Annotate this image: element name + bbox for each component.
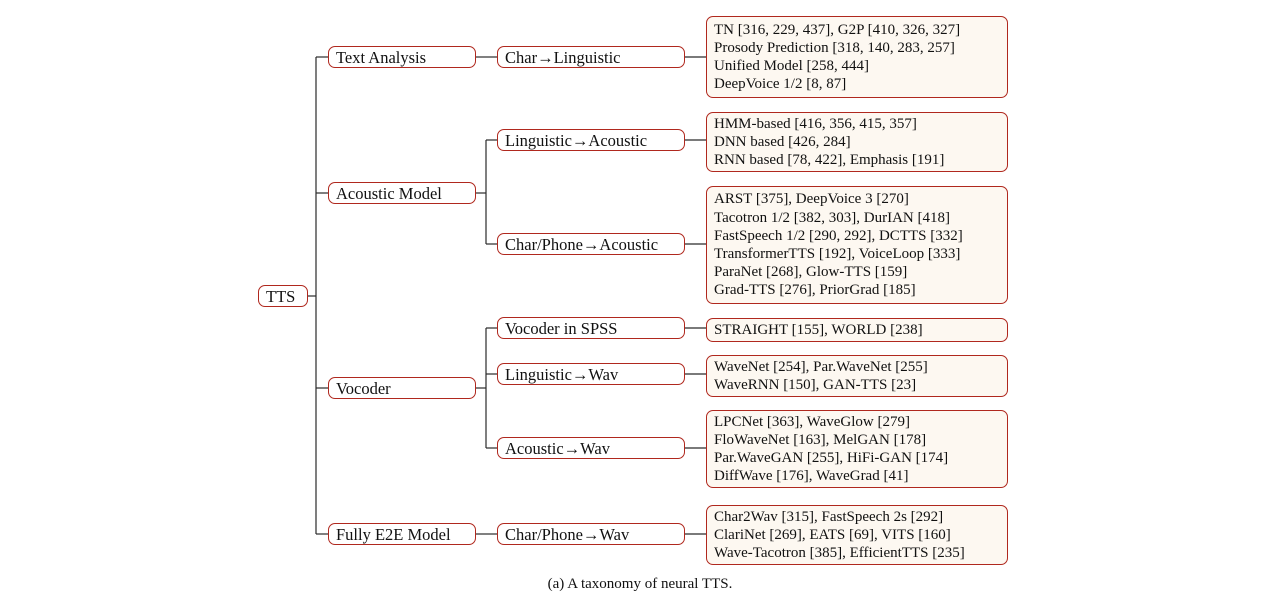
method-entry: FloWaveNet [163], MelGAN [178]	[714, 431, 927, 448]
method-list-acoustic-wav: LPCNet [363], WaveGlow [279]FloWaveNet […	[706, 410, 1008, 488]
method-entry: Char2Wav [315], FastSpeech 2s [292]	[714, 508, 944, 525]
method-entry: Prosody Prediction [318, 140, 283, 257]	[714, 39, 955, 56]
method-list-linguistic-acoustic: HMM-based [416, 356, 415, 357]DNN based …	[706, 112, 1008, 172]
method-entry: TransformerTTS [192], VoiceLoop [333]	[714, 246, 961, 262]
method-entry: ClariNet [269], EATS [69], VITS [160]	[714, 526, 951, 543]
figure-caption: (a) A taxonomy of neural TTS.	[547, 576, 733, 592]
subcategory-node-vocoder-spss: Vocoder in SPSS	[497, 317, 685, 339]
method-entry: Wave-Tacotron [385], EfficientTTS [235]	[714, 545, 965, 562]
subcategory-node-linguistic-acoustic: Linguistic→Acoustic	[497, 129, 685, 151]
subcategory-node-charphone-acoustic: Char/Phone→Acoustic	[497, 233, 685, 255]
subcategory-node-linguistic-wav: Linguistic→Wav	[497, 363, 685, 385]
category-node-acoustic-model: Acoustic Model	[328, 182, 476, 204]
method-entry: Tacotron 1/2 [382, 303], DurIAN [418]	[714, 209, 950, 226]
method-entry: LPCNet [363], WaveGlow [279]	[714, 413, 910, 430]
method-list-linguistic-wav: WaveNet [254], Par.WaveNet [255] WaveRNN …	[706, 355, 1008, 397]
method-entry: RNN based [78, 422], Emphasis [191]	[714, 152, 945, 169]
method-entry: DNN based [426, 284]	[714, 133, 851, 150]
method-list-charphone-acoustic: ARST [375], DeepVoice 3 [270]Tacotron 1/…	[706, 186, 1008, 304]
category-node-vocoder: Vocoder	[328, 377, 476, 399]
method-entry: Grad-TTS [276], PriorGrad [185]	[714, 282, 916, 299]
method-list-charphone-wav: Char2Wav [315], FastSpeech 2s [292]Clari…	[706, 505, 1008, 565]
subcategory-node-charphone-wav: Char/Phone→Wav	[497, 523, 685, 545]
method-entry: STRAIGHT [155], WORLD [238]	[714, 321, 923, 338]
method-entry: DeepVoice 1/2 [8, 87]	[714, 76, 847, 93]
method-list-char-linguistic: TN [316, 229, 437], G2P [410, 326, 327]P…	[706, 16, 1008, 98]
method-entry: Par.WaveGAN [255], HiFi-GAN [174]	[714, 450, 949, 466]
category-node-fully-e2e: Fully E2E Model	[328, 523, 476, 545]
subcategory-node-acoustic-wav: Acoustic→Wav	[497, 437, 685, 459]
method-entry: WaveNet [254], Par.WaveNet [255]	[714, 358, 928, 375]
method-entry: Unified Model [258, 444]	[714, 58, 869, 74]
method-entry: WaveRNN [150], GAN-TTS [23]	[714, 377, 917, 393]
root-node-tts: TTS	[258, 285, 308, 307]
method-entry: ARST [375], DeepVoice 3 [270]	[714, 191, 909, 208]
method-entry: DiffWave [176], WaveGrad [41]	[714, 468, 909, 485]
category-node-text-analysis: Text Analysis	[328, 46, 476, 68]
method-entry: HMM-based [416, 356, 415, 357]	[714, 115, 917, 132]
method-entry: FastSpeech 1/2 [290, 292], DCTTS [332]	[714, 227, 963, 244]
method-list-vocoder-spss: STRAIGHT [155], WORLD [238]	[706, 318, 1008, 342]
method-entry: ParaNet [268], Glow-TTS [159]	[714, 264, 908, 281]
subcategory-node-char-linguistic: Char→Linguistic	[497, 46, 685, 68]
method-entry: TN [316, 229, 437], G2P [410, 326, 327]	[714, 21, 961, 38]
